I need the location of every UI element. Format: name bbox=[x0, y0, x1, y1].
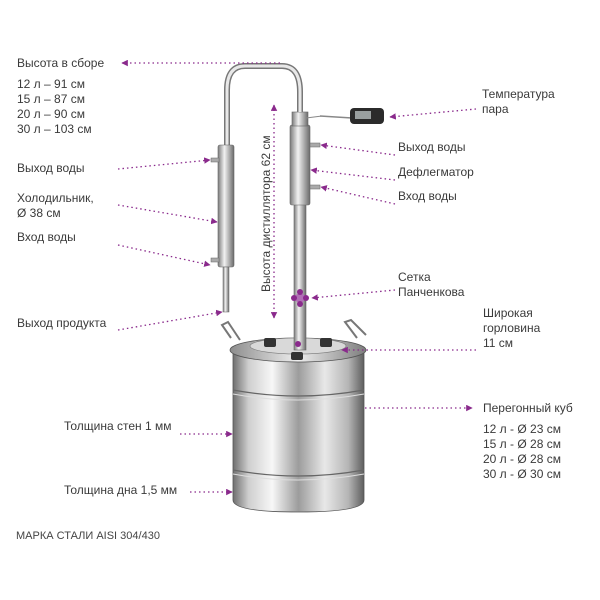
bottom-thickness-label: Толщина дна 1,5 мм bbox=[64, 483, 178, 497]
vapor-temperature-line1: Температура bbox=[482, 87, 555, 101]
cube-row: 15 л - Ø 28 см bbox=[483, 437, 561, 451]
assembled-height-title: Высота в сборе bbox=[17, 56, 105, 70]
condenser bbox=[210, 144, 235, 313]
assembled-height-row: 20 л – 90 см bbox=[17, 107, 85, 121]
wide-neck-label: Широкая горловина 11 см bbox=[483, 306, 540, 351]
dephlegmator-water-in-label: Вход воды bbox=[398, 189, 457, 203]
boiler-cube bbox=[220, 318, 367, 513]
condenser-label-line2: Ø 38 см bbox=[17, 206, 61, 220]
cube-row: 12 л - Ø 23 см bbox=[483, 422, 561, 436]
condenser-label-line1: Холодильник, bbox=[17, 191, 94, 205]
mesh-label-line2: Панченкова bbox=[398, 285, 465, 299]
column-height-label: Высота дистиллятора 62 см bbox=[259, 135, 273, 292]
mesh-label-line1: Сетка bbox=[398, 270, 431, 284]
wide-neck-line1: Широкая bbox=[483, 306, 533, 320]
dephlegmator-label: Дефлегматор bbox=[398, 165, 474, 179]
wide-neck-line3: 11 см bbox=[483, 336, 514, 350]
product-out-label: Выход продукта bbox=[17, 316, 107, 330]
assembled-height-row: 30 л – 103 см bbox=[17, 122, 92, 136]
cube-block: Перегонный куб 12 л - Ø 23 см 15 л - Ø 2… bbox=[483, 401, 573, 482]
vapor-temperature-label: Температура пара bbox=[482, 87, 555, 117]
vapor-temperature-line2: пара bbox=[482, 102, 509, 116]
panchenkov-mesh-icon bbox=[291, 289, 309, 307]
steel-grade-label: МАРКА СТАЛИ AISI 304/430 bbox=[16, 530, 160, 542]
condenser-water-out-label: Выход воды bbox=[17, 161, 85, 175]
cube-row: 20 л - Ø 28 см bbox=[483, 452, 561, 466]
column bbox=[289, 111, 321, 351]
condenser-water-in-label: Вход воды bbox=[17, 230, 76, 244]
vapor-pipe bbox=[224, 63, 303, 145]
condenser-label: Холодильник, Ø 38 см bbox=[17, 191, 94, 221]
assembled-height-block: Высота в сборе 12 л – 91 см 15 л – 87 см… bbox=[17, 56, 104, 137]
assembled-height-row: 12 л – 91 см bbox=[17, 77, 85, 91]
assembled-height-row: 15 л – 87 см bbox=[17, 92, 85, 106]
wall-thickness-label: Толщина стен 1 мм bbox=[64, 419, 172, 433]
cube-row: 30 л - Ø 30 см bbox=[483, 467, 561, 481]
panchenkov-mesh-label: Сетка Панченкова bbox=[398, 270, 464, 300]
wide-neck-line2: горловина bbox=[483, 321, 541, 335]
dephlegmator-water-out-label: Выход воды bbox=[398, 140, 466, 154]
cube-title: Перегонный куб bbox=[483, 401, 573, 415]
thermometer-icon bbox=[305, 108, 384, 124]
